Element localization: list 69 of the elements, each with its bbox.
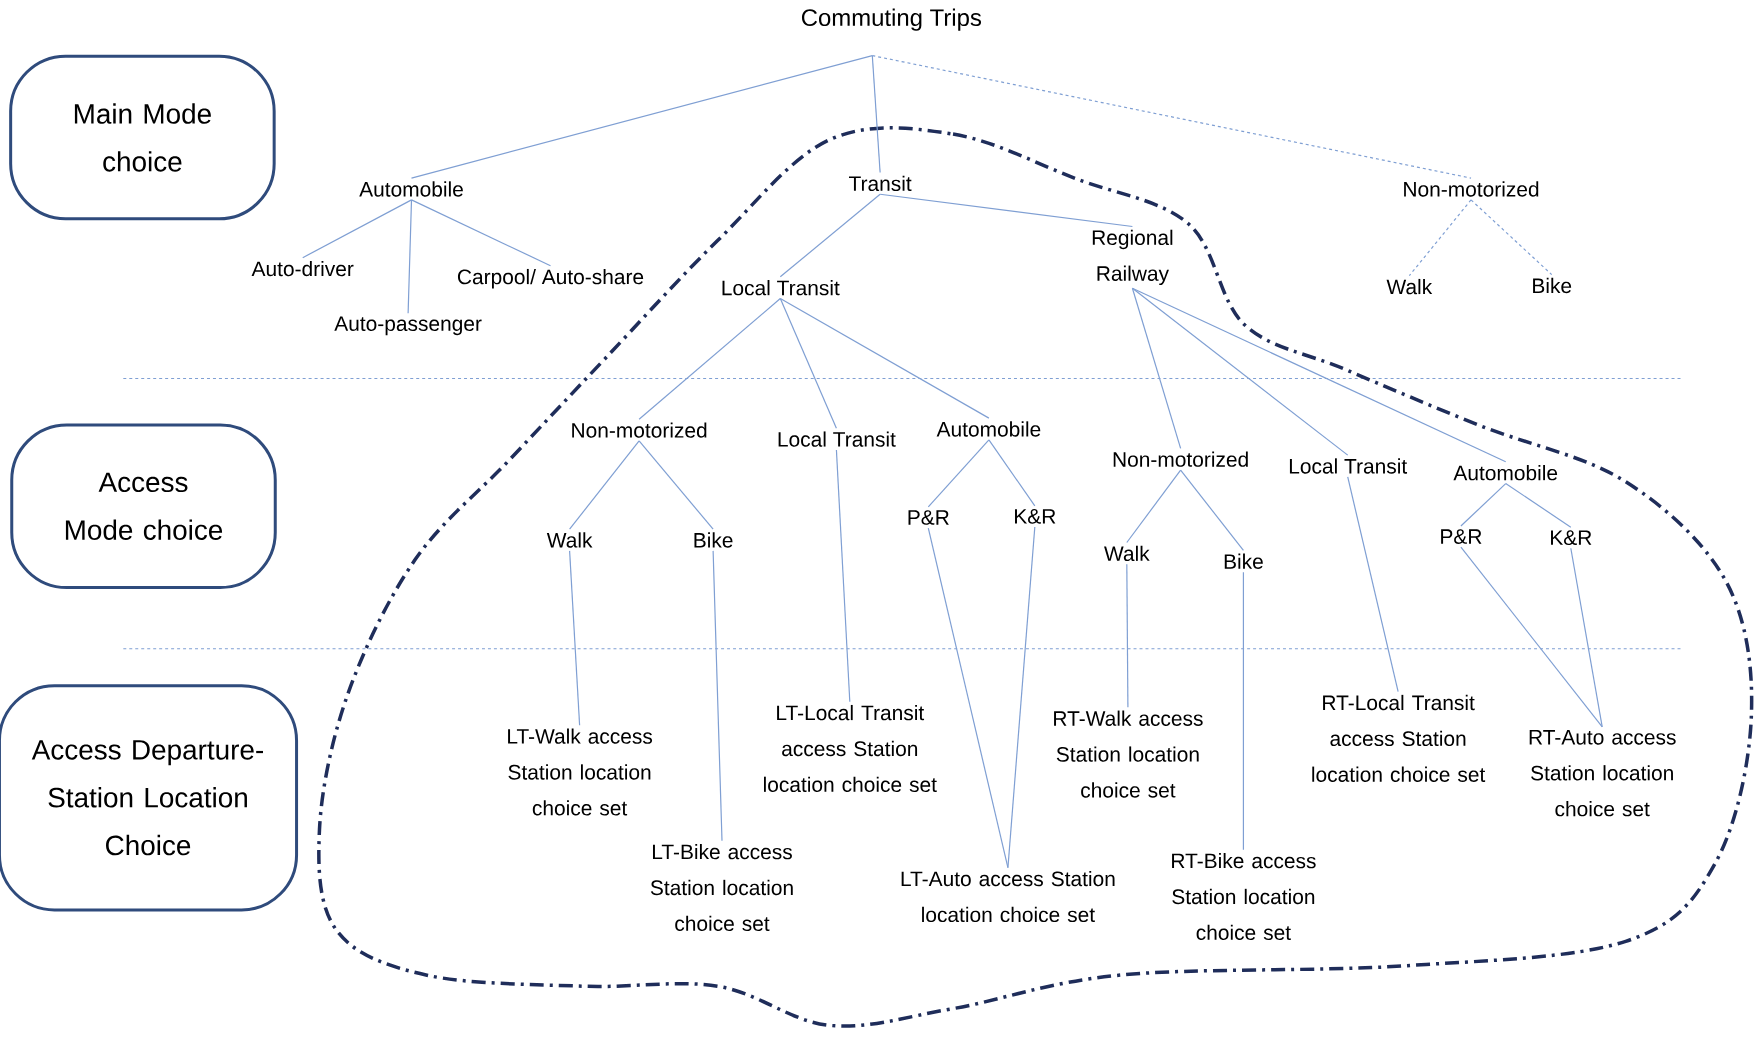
choice-label: RT-Auto access Station location choice set (1529, 730, 1676, 817)
tree-line (779, 297, 837, 429)
tree-line (1126, 469, 1182, 544)
tree-line (712, 550, 723, 842)
choice-label: Auto-driver (251, 260, 354, 277)
tree-line (1131, 287, 1182, 449)
tree-line (569, 550, 581, 726)
choice-label: LT-Local Transit access Station location choice set (764, 704, 937, 793)
choice-label: K&R (1551, 530, 1592, 546)
tree-line (1505, 482, 1572, 528)
tree-line (835, 449, 851, 703)
tree-line (1460, 482, 1507, 527)
tree-line (1242, 571, 1244, 851)
choice-label: Non-motorized (572, 422, 707, 438)
tree-line (410, 55, 873, 179)
tree-line (1570, 547, 1603, 728)
tree-line (1126, 563, 1129, 708)
choice-label: Regional Railway (1092, 229, 1173, 286)
choice-label: Local Transit (778, 431, 896, 447)
choice-label: RT-Local Transit access Station location choice set (1312, 694, 1486, 782)
tree-line (638, 440, 714, 530)
tree-line (1180, 469, 1244, 551)
tree-line (1347, 476, 1399, 693)
choice-label: Transit (849, 175, 912, 192)
choice-label: P&R (1441, 529, 1482, 544)
choice-label: Local Transit (1289, 458, 1408, 474)
tree-line (638, 297, 781, 420)
choice-label: Local Transit (722, 280, 840, 296)
choice-label: Carpool/ Auto-share (457, 268, 644, 289)
choice-label: Auto-passenger (334, 316, 482, 336)
level-box: Main Mode choice (9, 54, 276, 221)
tree-line (1460, 546, 1603, 728)
tree-line (988, 439, 1036, 507)
level-box: Access Mode choice (10, 423, 277, 590)
level-box: Access Departure-Station Location Choice (0, 684, 299, 912)
tree-line (569, 440, 640, 530)
tree-line (927, 439, 990, 508)
choice-label: K&R (1015, 509, 1056, 524)
tree-line (1007, 526, 1036, 869)
choice-label: Non-motorized (1404, 181, 1539, 197)
tree-line (407, 199, 413, 314)
choice-label: Walk (1104, 545, 1150, 562)
tree-line (1408, 199, 1472, 277)
choice-label: Walk (1386, 278, 1433, 295)
choice-label: Walk (546, 532, 593, 548)
choice-label: RT-Walk access Station location choice set (1054, 710, 1203, 798)
tree-line (1470, 199, 1553, 276)
tree-line (871, 55, 1472, 179)
choice-label: LT-Auto access Station location choice set (901, 870, 1115, 923)
tree-line (779, 193, 881, 278)
choice-label: Bike (1224, 553, 1263, 569)
title: Commuting Trips (801, 8, 981, 31)
choice-label: RT-Bike access Station location choice set (1172, 852, 1316, 941)
tree-line (1131, 287, 1507, 463)
choice-label: Bike (694, 532, 733, 548)
tree-line (779, 297, 990, 419)
tree-line (879, 193, 1133, 228)
choice-label: Automobile (1453, 465, 1558, 481)
choice-label: Automobile (936, 421, 1041, 437)
choice-label: Non-motorized (1113, 451, 1248, 467)
choice-label: LT-Walk access Station location choice set (508, 728, 653, 816)
tree-line (302, 199, 413, 259)
choice-label: Bike (1533, 277, 1572, 294)
choice-label: P&R (908, 510, 949, 525)
choice-label: Automobile (359, 181, 463, 197)
tree-line (410, 199, 552, 267)
tree-line (871, 55, 881, 174)
choice-label: LT-Bike access Station location choice set (650, 843, 793, 932)
tree-line (1131, 287, 1349, 456)
